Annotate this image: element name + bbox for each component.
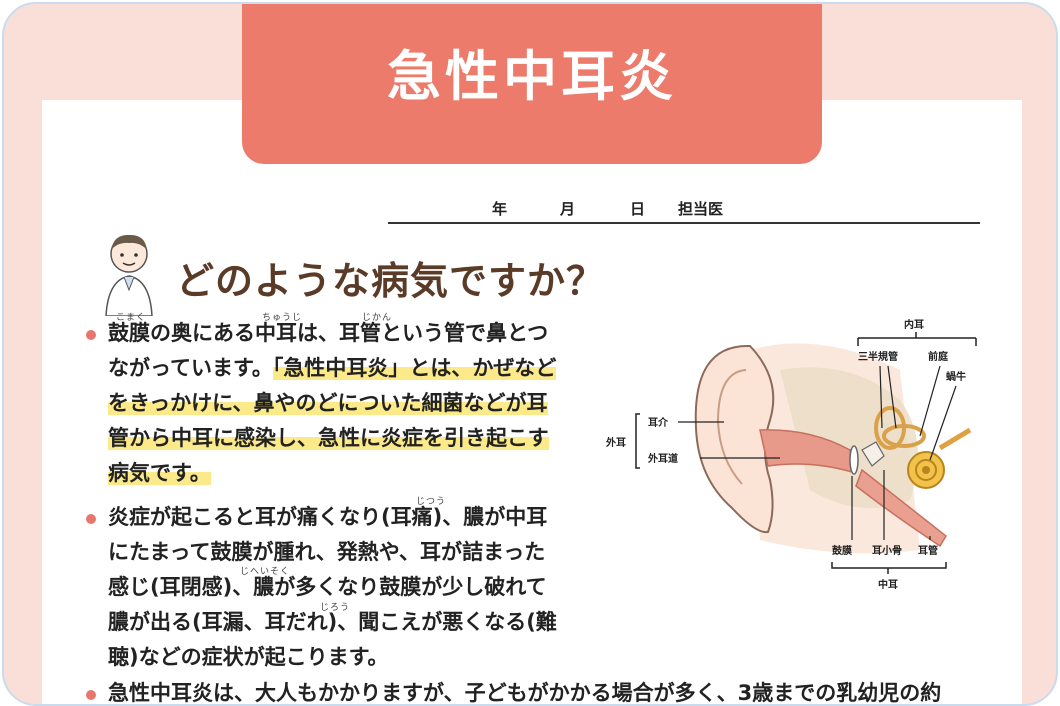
bullet-icon <box>86 514 96 524</box>
ruby-komaku: こまく <box>116 313 147 323</box>
label-semicircular: 三半規管 <box>858 350 898 363</box>
label-cochlea: 蝸牛 <box>946 370 966 383</box>
auricle-shape <box>694 344 775 534</box>
date-year-label: 年 <box>492 200 508 218</box>
ruby-jiheisoku: じへいそく <box>240 567 291 577</box>
label-eardrum: 鼓膜 <box>832 544 852 557</box>
paragraph-1-text: 鼓膜の奥にある中耳は、耳管という管で鼻とつながっています。「急性中耳炎」とは、か… <box>108 316 564 491</box>
paragraph-2-text: 炎症が起こると耳が痛くなり(耳痛)、膿が中耳にたまって鼓膜が腫れ、発熱や、耳が詰… <box>108 505 557 669</box>
paragraph-1: 鼓膜の奥にある中耳は、耳管という管で鼻とつながっています。「急性中耳炎」とは、か… <box>84 316 564 491</box>
ear-anatomy-diagram: 内耳 三半規管 前庭 蝸牛 外耳 耳介 外耳道 鼓膜 耳小骨 耳管 中耳 <box>605 318 977 591</box>
eustachian-tube-shape <box>855 468 947 548</box>
label-ear-canal: 外耳道 <box>647 452 678 465</box>
ruby-jitsu: じつう <box>416 497 447 507</box>
ruby-jikan: じかん <box>362 313 393 323</box>
paragraph-3-text: 急性中耳炎は、大人もかかりますが、子どもがかかる場合が多く、3歳までの乳幼児の約 <box>108 681 942 705</box>
page-title: 急性中耳炎 <box>387 44 677 108</box>
ossicles-shape <box>861 441 885 467</box>
paragraph-3: 急性中耳炎は、大人もかかりますが、子どもがかかる場合が多く、3歳までの乳幼児の約 <box>84 676 1044 705</box>
title-banner: 急性中耳炎 <box>242 4 822 164</box>
label-middle-ear: 中耳 <box>878 578 898 591</box>
bullet-icon <box>86 690 96 700</box>
date-day-label: 日 <box>630 200 646 218</box>
bullet-icon <box>86 330 96 340</box>
doctor-icon <box>105 234 153 316</box>
label-auricle: 耳介 <box>648 416 669 429</box>
paragraph-1-plain: 鼓膜の奥にある中耳は、耳管という管で鼻とつながっています。 <box>108 321 549 380</box>
date-doctor-label: 担当医 <box>678 200 724 218</box>
label-inner-ear: 内耳 <box>904 318 924 331</box>
eardrum-shape <box>849 445 859 475</box>
date-month-label: 月 <box>560 200 576 218</box>
label-eustachian: 耳管 <box>918 544 938 557</box>
label-vestibule: 前庭 <box>928 350 949 363</box>
ruby-jiro: じろう <box>320 603 351 613</box>
label-ossicles: 耳小骨 <box>872 544 902 557</box>
paragraph-2: 炎症が起こると耳が痛くなり(耳痛)、膿が中耳にたまって鼓膜が腫れ、発熱や、耳が詰… <box>84 500 564 675</box>
label-outer-ear: 外耳 <box>605 436 626 449</box>
section-heading: どのような病気ですか？ <box>176 259 606 303</box>
ruby-chuji: ちゅうじ <box>262 313 303 323</box>
date-line: 年 月 日 担当医 <box>388 192 980 224</box>
